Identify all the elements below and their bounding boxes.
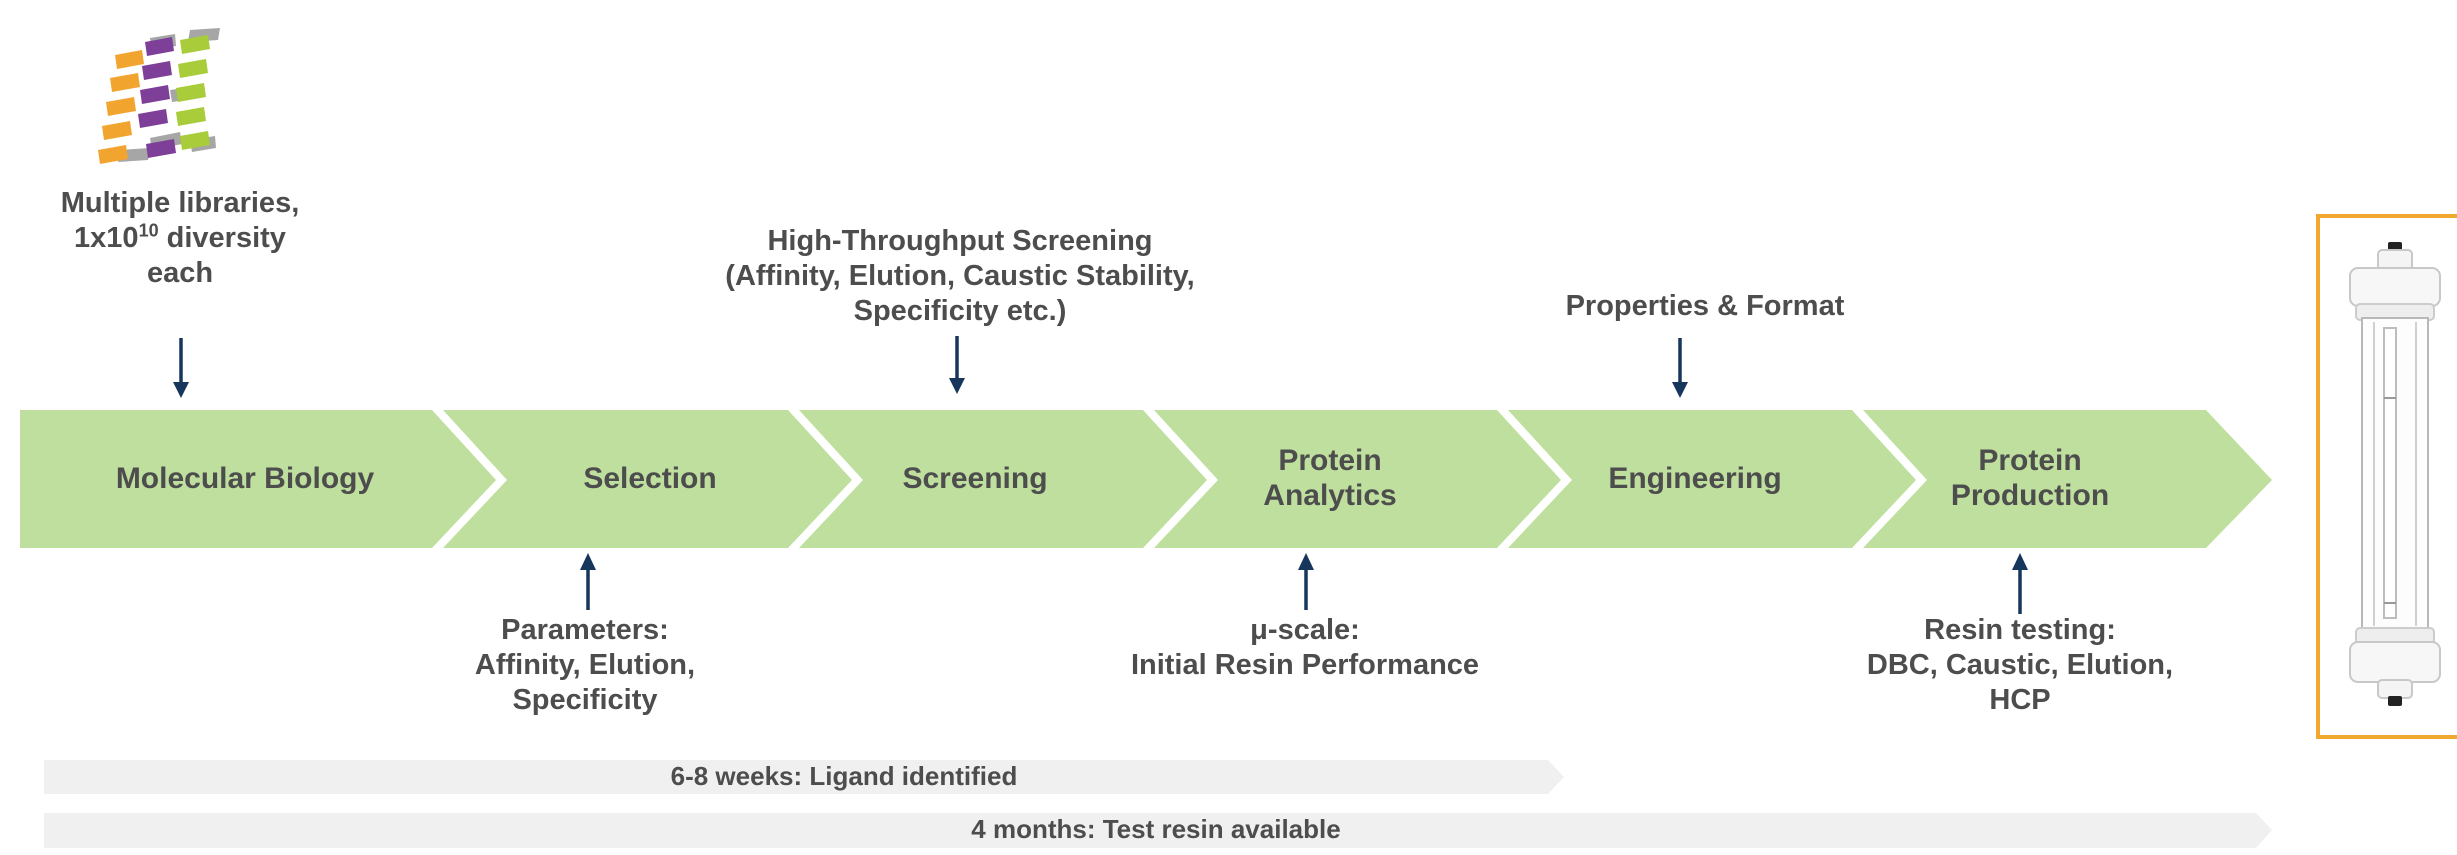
timeline-bar-resin <box>44 813 2272 848</box>
timeline-label-resin: 4 months: Test resin available <box>971 814 1341 844</box>
production-bottom-label-line2: DBC, Caustic, Elution, <box>1866 649 2174 681</box>
step-protein-analytics-line1: Protein <box>1278 444 1382 477</box>
library-label-exponent: 10 <box>138 220 159 241</box>
protein-helix-icon <box>98 28 220 164</box>
arrow-up-production <box>2012 553 2028 614</box>
engineering-top-label: Properties & Format <box>1450 289 1960 324</box>
step-label-engineering: Engineering <box>1560 461 1830 496</box>
step-engineering-line1: Engineering <box>1608 462 1782 495</box>
step-label-molecular-biology: Molecular Biology <box>40 461 450 496</box>
step-protein-production-line1: Protein <box>1978 444 2082 477</box>
arrow-up-selection <box>580 553 596 610</box>
selection-bottom-label-line1: Parameters: <box>501 614 669 646</box>
analytics-bottom-label-line1: μ-scale: <box>1250 614 1360 646</box>
step-screening-line1: Screening <box>902 462 1048 495</box>
selection-bottom-label-line2: Affinity, Elution, <box>474 649 696 681</box>
selection-bottom-label: Parameters: Affinity, Elution, Specifici… <box>400 613 770 718</box>
production-bottom-label-line3: HCP <box>1989 684 2051 716</box>
production-bottom-label-line1: Resin testing: <box>1924 614 2116 646</box>
step-protein-production-line2: Production <box>1950 479 2110 512</box>
chevron-selection <box>443 410 852 548</box>
library-label-line2-suffix: diversity <box>158 222 286 254</box>
step-protein-analytics-line2: Analytics <box>1263 479 1397 512</box>
arrow-up-analytics <box>1298 553 1314 610</box>
step-label-protein-analytics: Protein Analytics <box>1200 443 1460 513</box>
production-bottom-label: Resin testing: DBC, Caustic, Elution, HC… <box>1820 613 2220 718</box>
step-label-screening: Screening <box>850 461 1100 496</box>
library-label-line1: Multiple libraries, <box>60 187 300 219</box>
analytics-bottom-label: μ-scale: Initial Resin Performance <box>1070 613 1540 683</box>
timeline-bar-ligand <box>44 760 1564 794</box>
selection-bottom-label-line3: Specificity <box>512 684 658 716</box>
chevron-screening <box>799 410 1207 548</box>
step-label-selection: Selection <box>500 461 800 496</box>
library-label: Multiple libraries, 1x1010 diversity eac… <box>30 186 330 291</box>
chevron-protein-analytics <box>1154 410 1561 548</box>
column-frame <box>2316 214 2457 739</box>
analytics-bottom-label-line2: Initial Resin Performance <box>1130 649 1480 681</box>
arrow-down-screening <box>949 336 965 394</box>
screening-top-label: High-Throughput Screening (Affinity, Elu… <box>660 224 1260 329</box>
screening-top-label-line1: High-Throughput Screening <box>767 225 1153 257</box>
chevron-engineering <box>1508 410 1916 548</box>
arrow-down-library <box>173 338 189 398</box>
screening-top-label-line2: (Affinity, Elution, Caustic Stability, <box>725 260 1195 292</box>
chevron-molecular-biology <box>20 410 496 548</box>
chromatography-column-icon <box>2349 242 2441 706</box>
step-label-protein-production: Protein Production <box>1900 443 2160 513</box>
library-label-line2-prefix: 1x10 <box>74 222 139 254</box>
library-label-line3: each <box>146 257 214 289</box>
screening-top-label-line3: Specificity etc.) <box>853 295 1067 327</box>
chevron-protein-production <box>1863 410 2272 548</box>
library-label-line2: 1x1010 diversity <box>30 221 330 256</box>
arrow-down-engineering <box>1672 338 1688 398</box>
step-molecular-biology-line1: Molecular Biology <box>115 462 375 495</box>
step-selection-line1: Selection <box>583 462 717 495</box>
timeline-label-ligand: 6-8 weeks: Ligand identified <box>670 761 1018 791</box>
engineering-top-label-line1: Properties & Format <box>1565 290 1845 322</box>
